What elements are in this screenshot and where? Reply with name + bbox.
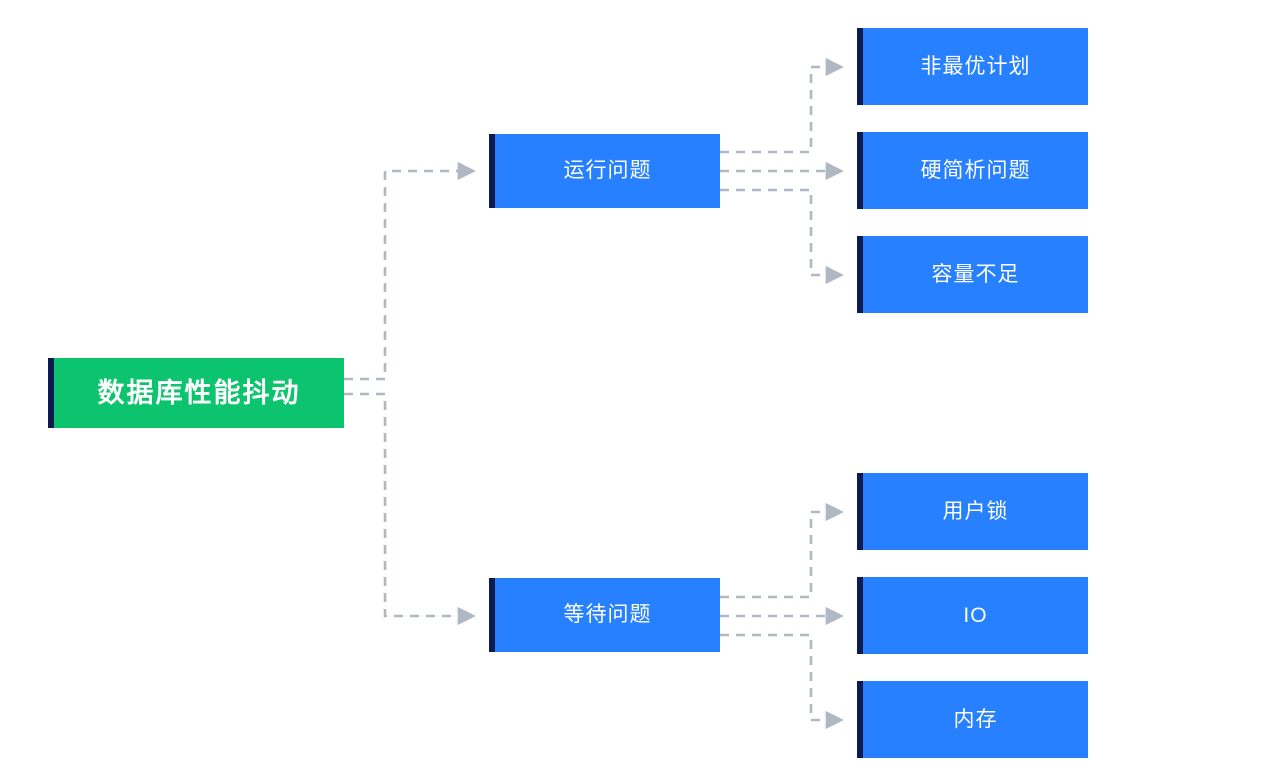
edge-runtime-to-suboptimal-plan [720, 57, 844, 154]
leaf-node-capacity[interactable]: 容量不足 [857, 236, 1088, 313]
edge-wait-to-memory [720, 633, 844, 730]
edge-wait-to-user-lock [720, 502, 844, 599]
leaf-node-hard-parse[interactable]: 硬简析问题 [857, 132, 1088, 209]
root-node[interactable]: 数据库性能抖动 [48, 358, 344, 428]
edge-runtime-to-capacity [720, 188, 844, 285]
edge-root-to-wait [344, 392, 476, 626]
leaf-node-io[interactable]: IO [857, 577, 1088, 654]
leaf-node-user-lock[interactable]: 用户锁 [857, 473, 1088, 550]
leaf-node-suboptimal-plan[interactable]: 非最优计划 [857, 28, 1088, 105]
branch-node-runtime[interactable]: 运行问题 [489, 134, 720, 208]
leaf-node-memory[interactable]: 内存 [857, 681, 1088, 758]
branch-node-wait[interactable]: 等待问题 [489, 578, 720, 652]
edge-root-to-runtime [344, 161, 476, 381]
